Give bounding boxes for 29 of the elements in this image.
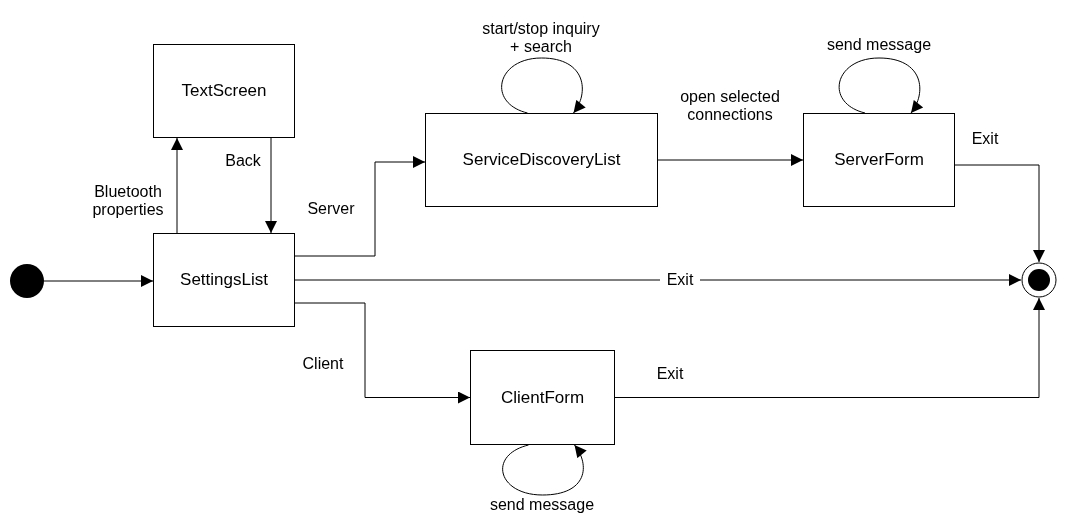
self-transition-arrow <box>838 57 923 114</box>
final-state <box>1021 262 1057 298</box>
transition-arrow <box>294 156 426 257</box>
self-transition-arrow <box>501 57 586 114</box>
edge-label: send message <box>488 496 596 514</box>
edge-label: open selected connections <box>679 88 781 124</box>
state-box: TextScreen <box>153 44 295 138</box>
transition-arrow <box>294 274 1022 286</box>
edge-label: start/stop inquiry + search <box>481 20 601 56</box>
edge-label: Server <box>306 200 356 218</box>
state-box: ServiceDiscoveryList <box>425 113 658 207</box>
transition-arrow <box>294 302 471 404</box>
transition-arrow <box>657 154 804 166</box>
transition-arrow <box>954 164 1045 263</box>
edge-label: Exit <box>655 365 685 383</box>
transition-arrow <box>265 137 277 234</box>
transition-arrow <box>171 137 183 234</box>
edge-label: Bluetooth properties <box>91 183 165 219</box>
state-box: ClientForm <box>470 350 615 445</box>
transition-arrow <box>614 297 1045 398</box>
edge-label: Back <box>224 152 262 170</box>
initial-state <box>10 264 44 298</box>
self-transition-arrow <box>502 444 587 496</box>
transition-arrow <box>43 275 154 287</box>
edge-label: Exit <box>970 130 1000 148</box>
edge-label: send message <box>825 36 933 54</box>
state-box: SettingsList <box>153 233 295 327</box>
edge-label: Client <box>301 355 345 373</box>
state-box: ServerForm <box>803 113 955 207</box>
